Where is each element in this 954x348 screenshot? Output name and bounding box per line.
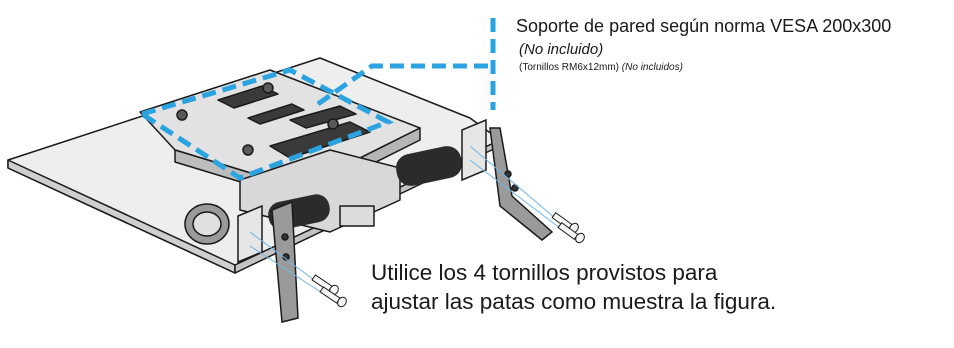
stand-leg-left <box>271 200 299 323</box>
stand-instruction: Utilice los 4 tornillos provistos para a… <box>371 260 777 314</box>
screw-guide-lines <box>249 145 569 299</box>
vent-right <box>395 146 463 186</box>
mounting-screw <box>551 211 579 234</box>
vesa-screws-line: (Tornillos RM6x12mm) (No incluidos) <box>519 62 683 73</box>
vesa-not-included: (No incluido) <box>519 41 604 58</box>
mounting-screw <box>557 221 585 244</box>
mounting-screw <box>311 274 339 296</box>
vesa-screws-spec: (Tornillos RM6x12mm) <box>519 62 620 73</box>
vesa-title: Soporte de pared según norma VESA 200x30… <box>516 16 892 36</box>
vesa-screws-not-included: (No incluidos) <box>621 62 683 73</box>
leg-bracket-left <box>237 204 263 264</box>
stand-leg-right <box>489 127 554 241</box>
mounting-screw <box>319 286 347 308</box>
vesa-mount-outline <box>136 18 496 181</box>
